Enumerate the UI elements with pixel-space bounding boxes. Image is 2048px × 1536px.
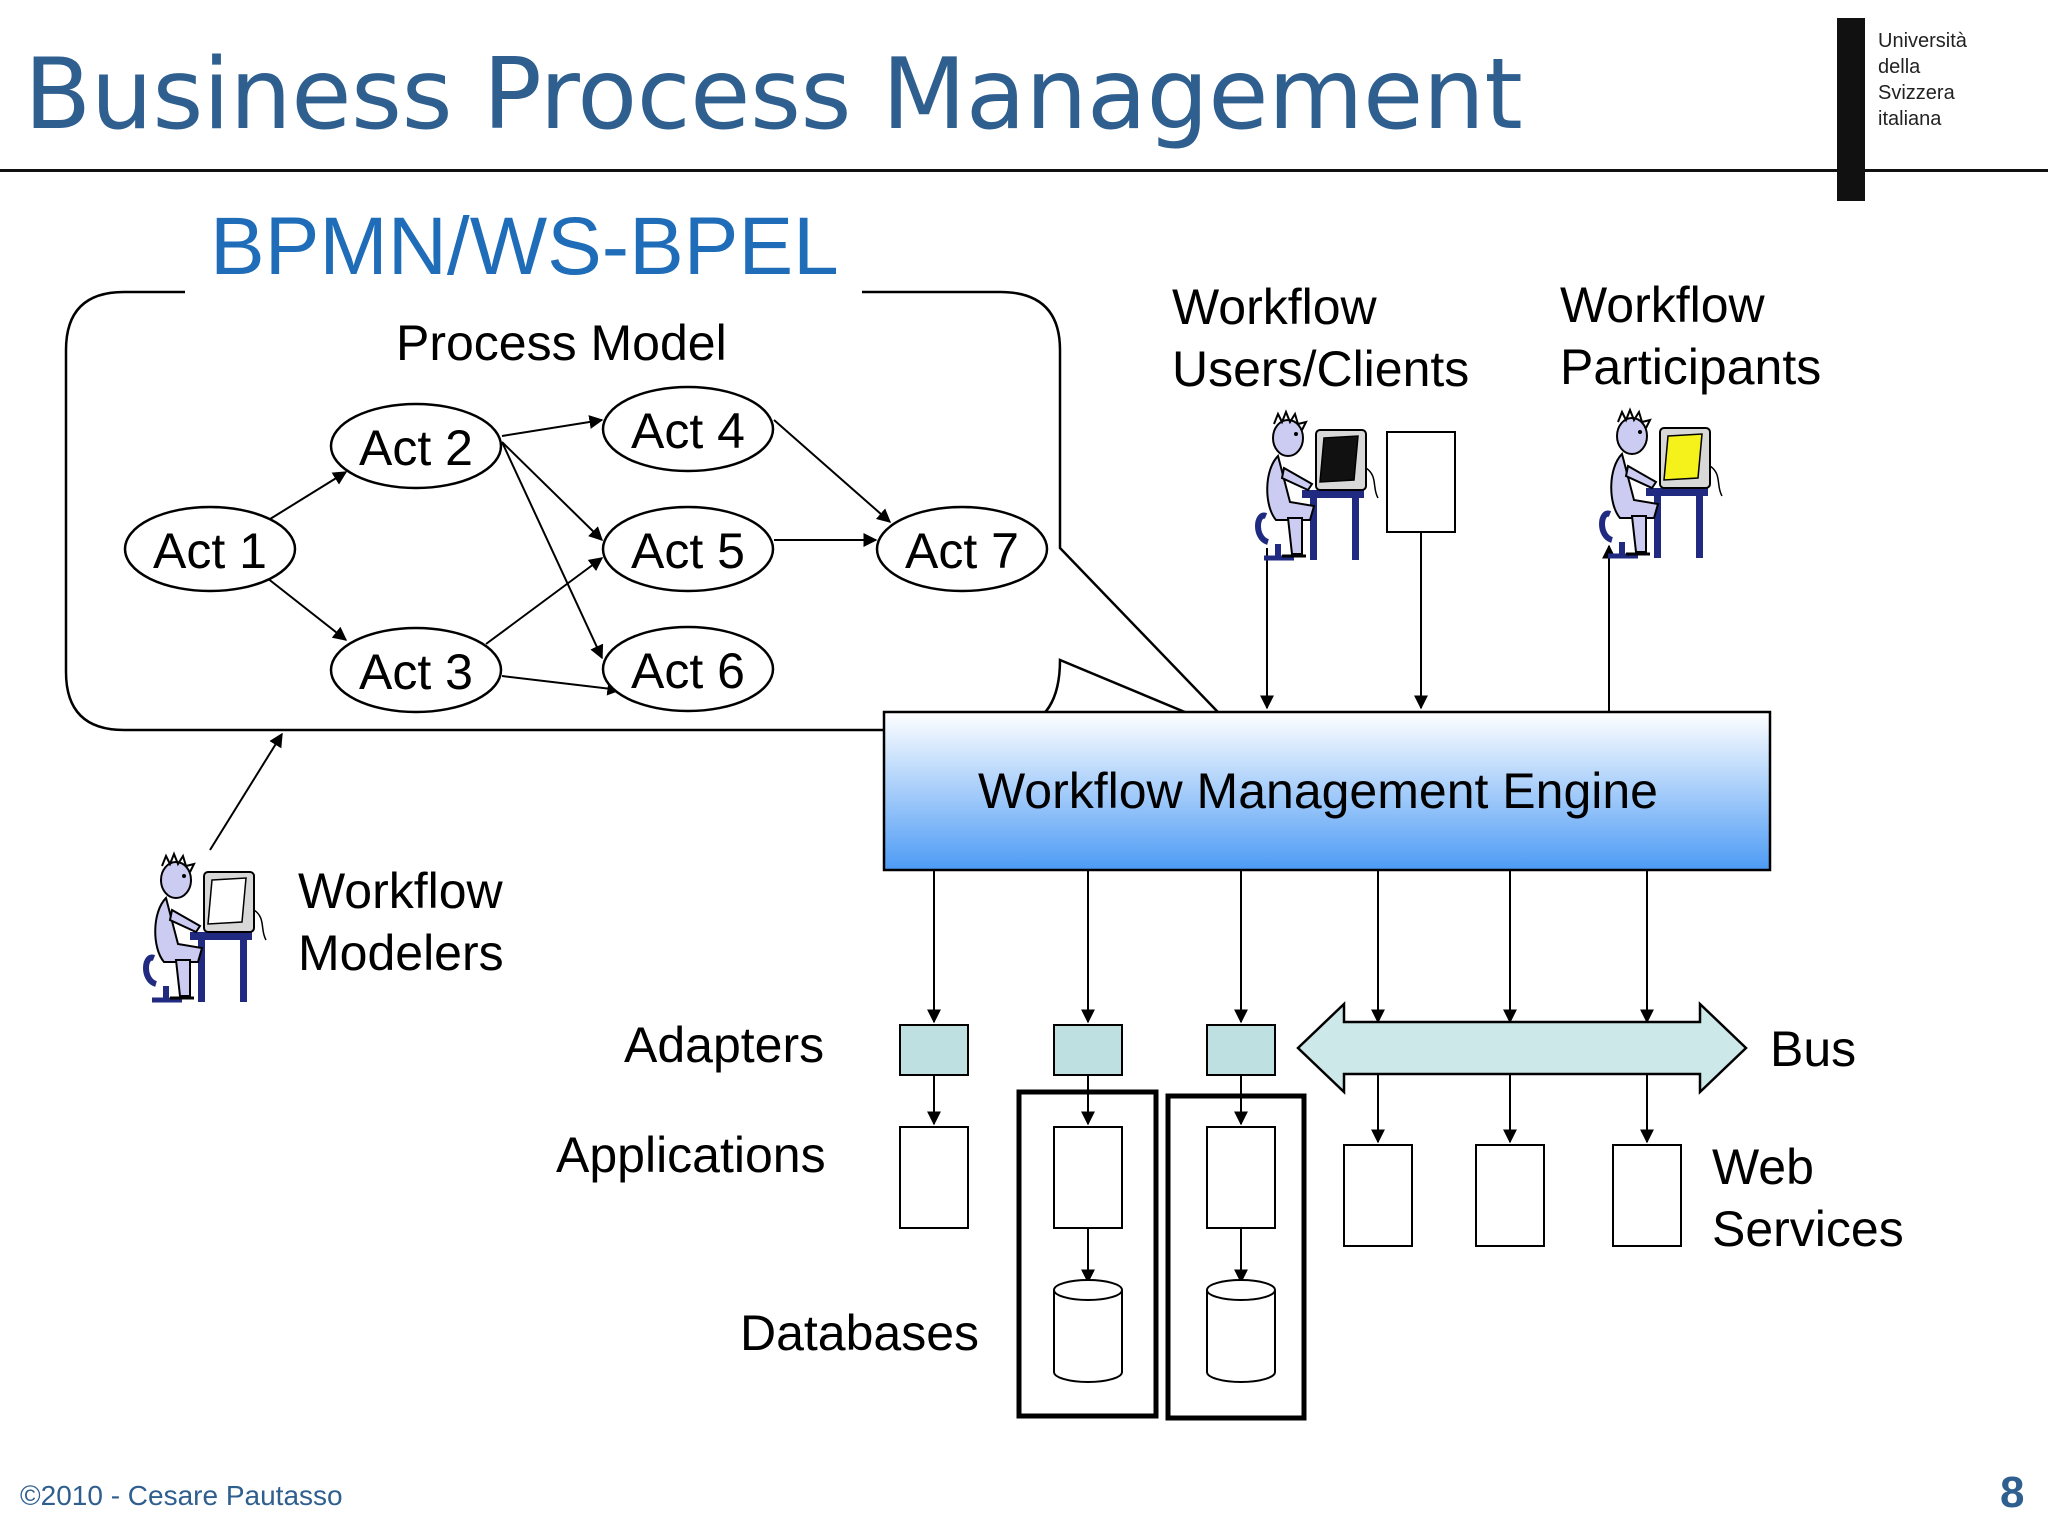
activity-node-6 xyxy=(601,625,775,713)
page-number: 8 xyxy=(2000,1468,2025,1517)
diagram-subtitle: BPMN/WS-BPEL xyxy=(210,201,839,292)
workflow-modelers-label: Workflow Modelers xyxy=(298,863,504,981)
activity-node-2 xyxy=(329,402,503,490)
web-service-box-2 xyxy=(1475,1144,1545,1247)
workflow-modeler-person-icon xyxy=(143,851,267,1003)
database-cylinder-2 xyxy=(1206,1279,1276,1383)
workflow-engine-label: Workflow Management Engine xyxy=(978,763,1658,819)
databases-label: Databases xyxy=(740,1305,980,1361)
client-application-box xyxy=(1386,431,1456,533)
application-box-2 xyxy=(1053,1126,1123,1229)
activity-label-7: Act 7 xyxy=(905,523,1019,579)
adapter-box-2 xyxy=(1053,1024,1123,1076)
activity-label-3: Act 3 xyxy=(359,644,473,700)
workflow-engine-box xyxy=(882,710,1772,872)
application-box-1 xyxy=(899,1126,969,1229)
university-logo-bar xyxy=(1837,18,1865,201)
bus-label: Bus xyxy=(1770,1021,1857,1077)
app-db-group-frame-2 xyxy=(1165,1093,1307,1421)
database-cylinder-1 xyxy=(1053,1279,1123,1383)
activity-label-4: Act 4 xyxy=(631,403,745,459)
application-box-3 xyxy=(1206,1126,1276,1229)
slide-title: Business Process Management xyxy=(24,38,1523,152)
web-service-box-1 xyxy=(1343,1144,1413,1247)
workflow-participants-label: Workflow Participants xyxy=(1560,277,1822,395)
web-service-box-3 xyxy=(1612,1144,1682,1247)
applications-label: Applications xyxy=(556,1127,826,1183)
activity-node-1 xyxy=(123,505,297,593)
workflow-user-person-icon xyxy=(1255,409,1379,561)
app-db-group-frame-1 xyxy=(1016,1089,1159,1419)
adapters-label: Adapters xyxy=(624,1017,825,1073)
adapter-box-3 xyxy=(1206,1024,1276,1076)
activity-label-5: Act 5 xyxy=(631,523,745,579)
process-model-title: Process Model xyxy=(396,315,727,371)
workflow-users-clients-label: Workflow Users/Clients xyxy=(1172,279,1470,397)
title-divider xyxy=(0,169,2048,172)
modeler-to-model-arrow xyxy=(209,732,283,851)
bus-double-arrow xyxy=(1296,1001,1748,1095)
copyright-footer: ©2010 - Cesare Pautasso xyxy=(20,1480,343,1511)
activity-node-7 xyxy=(875,505,1049,593)
web-services-label: Web Services xyxy=(1712,1139,1904,1257)
adapter-box-1 xyxy=(899,1024,969,1076)
activity-node-5 xyxy=(601,505,775,593)
workflow-participant-person-icon xyxy=(1599,407,1723,559)
activity-label-6: Act 6 xyxy=(631,643,745,699)
activity-label-1: Act 1 xyxy=(153,523,267,579)
activity-node-4 xyxy=(601,385,775,473)
activity-node-3 xyxy=(329,626,503,714)
university-logo-text: Università della Svizzera italiana xyxy=(1878,30,1967,130)
activity-flow-edges xyxy=(261,415,892,696)
activity-label-2: Act 2 xyxy=(359,420,473,476)
